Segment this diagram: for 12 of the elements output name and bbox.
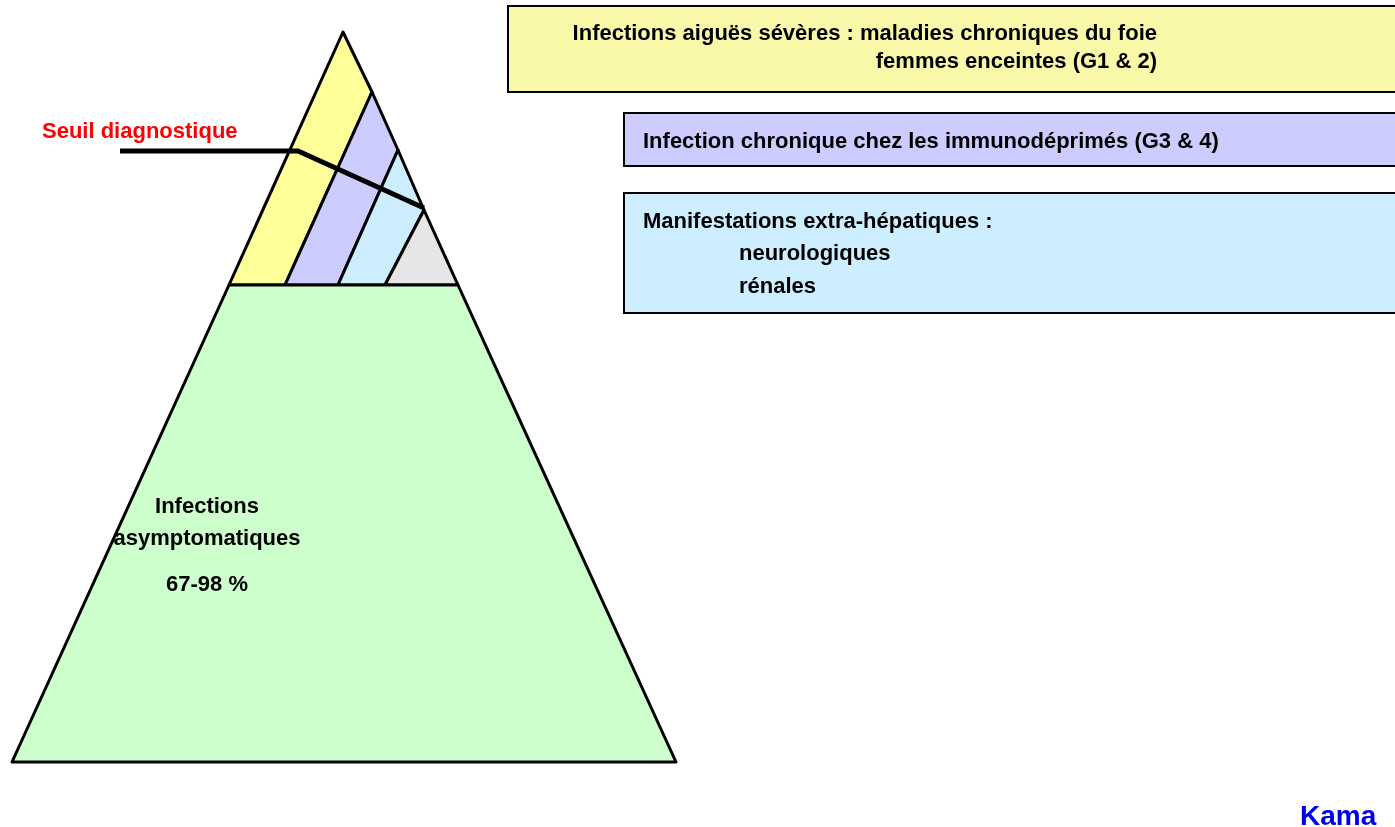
node-label: Infection chronique chez les immunodéprimés (G3 & 4): [643, 128, 1219, 154]
text-box: [623, 192, 1395, 314]
text-box: [507, 5, 1395, 93]
node-label: Infections asymptomatiques: [112, 492, 302, 552]
node-text: 67-98 %: [165, 570, 249, 598]
author-label: Kama: [1300, 800, 1377, 827]
node-text: rénales: [739, 273, 817, 299]
node-text: neurologiques: [739, 240, 891, 266]
node-label: Infections aiguës sévères : maladies chroniques du foie femmes enceintes (G1 & 2): [571, 19, 1157, 75]
threshold-label: Seuil diagnostique: [42, 118, 238, 144]
text-box: [623, 112, 1395, 167]
node-label: Manifestations extra-hépatiques :: [643, 208, 993, 234]
